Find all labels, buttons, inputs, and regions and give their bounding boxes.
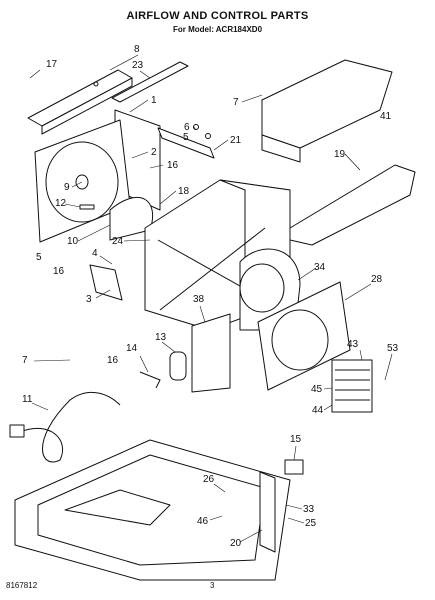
part-capacitor (169, 351, 187, 381)
part-switch (284, 459, 304, 475)
part-clip (139, 371, 161, 389)
callout: 43 (347, 339, 359, 350)
model-subtitle: For Model: ACR184XD0 (172, 25, 263, 34)
callout: 13 (155, 332, 167, 343)
callout: 2 (151, 147, 157, 158)
callout: 19 (334, 149, 346, 160)
callout: 34 (314, 262, 326, 273)
callout: 5 (183, 132, 189, 143)
callout-labels: 17 8 23 1 7 41 6 5 21 2 16 19 9 18 12 10… (22, 44, 399, 549)
part-coil-assembly (331, 359, 373, 413)
callout: 25 (305, 518, 317, 529)
callout: 28 (371, 274, 383, 285)
part-control-bracket (191, 313, 231, 393)
callout: 45 (311, 384, 323, 395)
callout: 16 (107, 355, 119, 366)
callout: 10 (67, 236, 79, 247)
callout: 16 (167, 160, 179, 171)
callout: 21 (230, 135, 242, 146)
callout: 4 (92, 248, 98, 259)
callout: 7 (233, 97, 239, 108)
part-shelf (289, 164, 416, 246)
part-wiring-harness (9, 391, 121, 463)
callout: 14 (126, 343, 138, 354)
callout: 41 (380, 111, 392, 122)
leader-lines (29, 54, 393, 543)
callout: 8 (134, 44, 140, 55)
callout: 9 (64, 182, 70, 193)
callout: 3 (86, 294, 92, 305)
part-bracket-21 (157, 124, 215, 159)
callout: 16 (53, 266, 65, 277)
footer-part-code: 8167812 (6, 581, 38, 590)
callout: 33 (303, 504, 315, 515)
callout: 44 (312, 405, 324, 416)
page-title: AIRFLOW AND CONTROL PARTS (126, 10, 309, 22)
callout: 1 (151, 95, 157, 106)
callout: 12 (55, 198, 67, 209)
part-base-pan (14, 439, 291, 581)
callout: 23 (132, 60, 144, 71)
callout: 5 (36, 252, 42, 263)
callout: 26 (203, 474, 215, 485)
callout: 38 (193, 294, 205, 305)
part-side-bracket (259, 471, 276, 553)
footer-page-number: 3 (210, 581, 215, 590)
callout: 11 (22, 394, 33, 405)
callout: 7 (22, 355, 28, 366)
part-strip (111, 61, 189, 103)
callout: 15 (290, 434, 302, 445)
part-small-bracket (89, 264, 123, 301)
callout: 53 (387, 343, 399, 354)
part-condenser-panel (257, 281, 351, 391)
part-top-cover (261, 59, 393, 163)
callout: 24 (112, 236, 124, 247)
callout: 46 (197, 516, 209, 527)
callout: 20 (230, 538, 242, 549)
callout: 6 (184, 122, 190, 133)
part-top-rail (27, 69, 133, 135)
callout: 17 (46, 59, 58, 70)
callout: 18 (178, 186, 190, 197)
part-fan-shroud (34, 119, 131, 243)
